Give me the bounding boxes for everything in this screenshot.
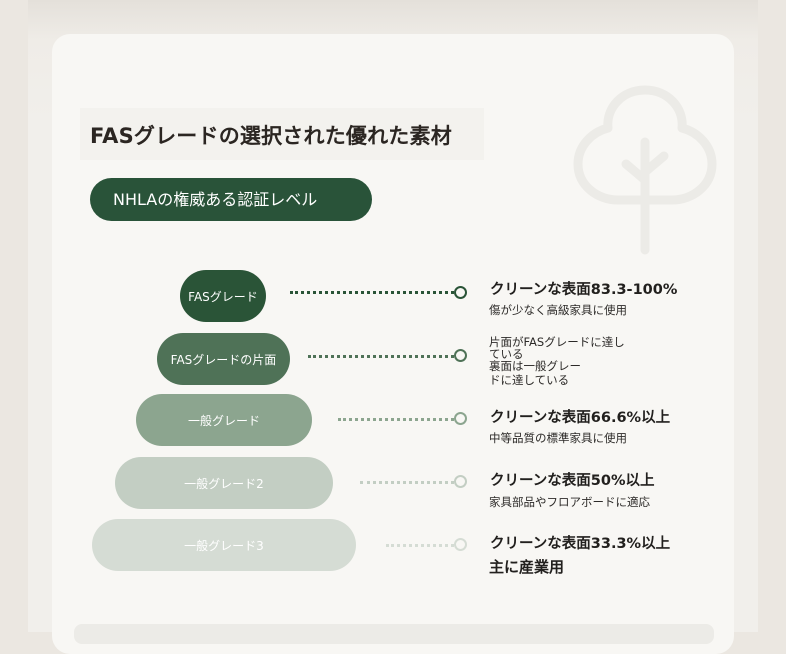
connector-dots [308,355,454,358]
tier-heading-continued: ている [489,347,524,361]
tier-label: FASグレードの片面 [170,352,277,367]
certification-badge: NHLAの権威ある認証レベル [90,178,372,221]
tier-description: 裏面は一般グレー [489,359,581,373]
tier-marker [454,475,467,488]
tier-label: 一般グレード3 [184,538,264,553]
tier-common-2-pill: 一般グレード2 [115,457,333,509]
page-title: FASグレードの選択された優れた素材 [90,124,452,148]
connector-dots [360,481,454,484]
tier-label: 一般グレード [187,413,260,428]
tier-heading: クリーンな表面83.3-100% [490,282,678,298]
tier-marker [454,286,467,299]
tier-fas-pill: FASグレード [180,270,266,322]
tier-marker [454,412,467,425]
connector-dots [386,544,454,547]
tier-description: 主に産業用 [489,558,565,576]
tier-fas-one-face-pill: FASグレードの片面 [157,333,290,385]
tier-label: FASグレード [188,289,258,304]
tier-common-3-pill: 一般グレード3 [92,519,356,571]
tier-marker [454,349,467,362]
tier-heading: クリーンな表面50%以上 [490,473,655,489]
tier-label: 一般グレード2 [184,476,264,491]
tier-common-pill: 一般グレード [136,394,312,446]
tier-description: 家具部品やフロアボードに適応 [489,495,650,509]
next-card-edge [74,624,714,644]
tier-heading: クリーンな表面33.3%以上 [490,536,671,552]
tier-description-continued: ドに達している [489,373,570,387]
connector-dots [290,291,454,294]
tier-description: 傷が少なく高級家具に使用 [489,303,627,317]
title-background [80,108,484,160]
tier-description: 中等品質の標準家具に使用 [489,431,627,445]
tree-icon [573,85,717,255]
tier-heading: クリーンな表面66.6%以上 [490,410,671,426]
tier-heading: 片面がFASグレードに達し [489,335,625,349]
tier-marker [454,538,467,551]
connector-dots [338,418,454,421]
